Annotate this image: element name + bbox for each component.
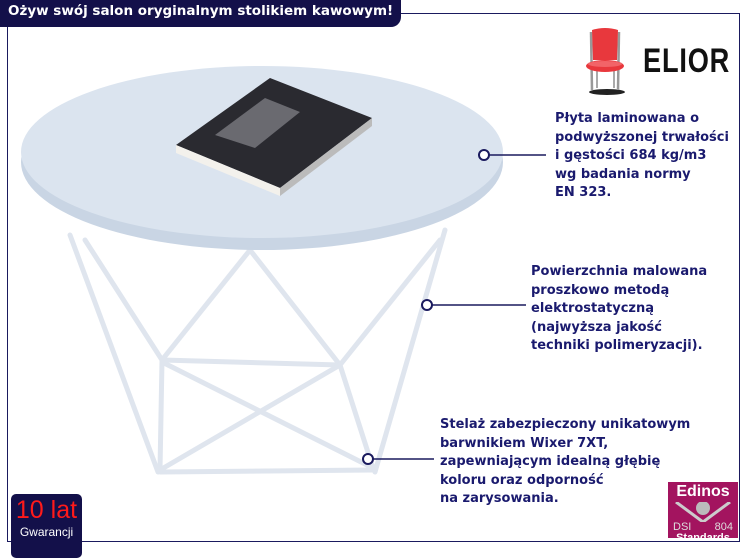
text-line: DSI	[673, 521, 692, 533]
brand-name: ELIOR	[643, 41, 731, 80]
callout-laminate: Płyta laminowana o podwyższonej trwałości…	[555, 110, 729, 203]
text-line: podwyższonej trwałości	[555, 129, 729, 145]
certificate-badge: Edinos DSI 804 Standards	[668, 482, 738, 544]
text-line: wg badania normy	[555, 166, 691, 182]
chair-icon	[586, 28, 625, 95]
text-line: proszkowo metodą	[531, 282, 670, 298]
callout-dot-3	[362, 453, 374, 465]
text-line: Stelaż zabezpieczony unikatowym	[440, 417, 691, 432]
text-line: barwnikiem Wixer 7XT,	[440, 435, 609, 451]
text-line: Edinos	[676, 483, 730, 500]
text-line: koloru oraz odporność	[440, 472, 604, 488]
text-line: Gwarancji	[19, 525, 74, 539]
text-line: (najwyższa jakość	[531, 319, 662, 335]
certificate-emblem	[675, 502, 731, 522]
text-line: EN 323.	[555, 185, 612, 200]
callout-dot-1	[478, 149, 490, 161]
text-line: Standards	[676, 532, 730, 544]
book	[176, 78, 372, 196]
text-line: zapewniającym idealną głębię	[440, 454, 661, 469]
callout-powder-coating: Powierzchnia malowana proszkowo metodą ele…	[531, 263, 707, 356]
text-line: Płyta laminowana o	[555, 111, 700, 126]
text-line: 804	[714, 521, 733, 533]
callout-pointers	[373, 154, 546, 460]
warranty-badge: 10 lat Gwarancji	[11, 494, 82, 558]
callout-frame: Stelaż zabezpieczony unikatowym barwnikie…	[440, 416, 690, 509]
text-line: na zarysowania.	[440, 491, 559, 506]
table-frame	[67, 227, 448, 475]
text-line: Powierzchnia malowana	[531, 264, 708, 279]
text-line: elektrostatyczną	[531, 301, 655, 316]
text-line: i gęstości 684 kg/m3	[555, 148, 707, 163]
brand-logo: ELIOR	[583, 26, 750, 96]
text-line: techniki polimeryzacji).	[531, 338, 703, 353]
callout-dot-2	[421, 299, 433, 311]
headline: Ożyw swój salon oryginalnym stolikiem ka…	[0, 0, 402, 27]
text-line: 10 lat	[15, 496, 78, 524]
